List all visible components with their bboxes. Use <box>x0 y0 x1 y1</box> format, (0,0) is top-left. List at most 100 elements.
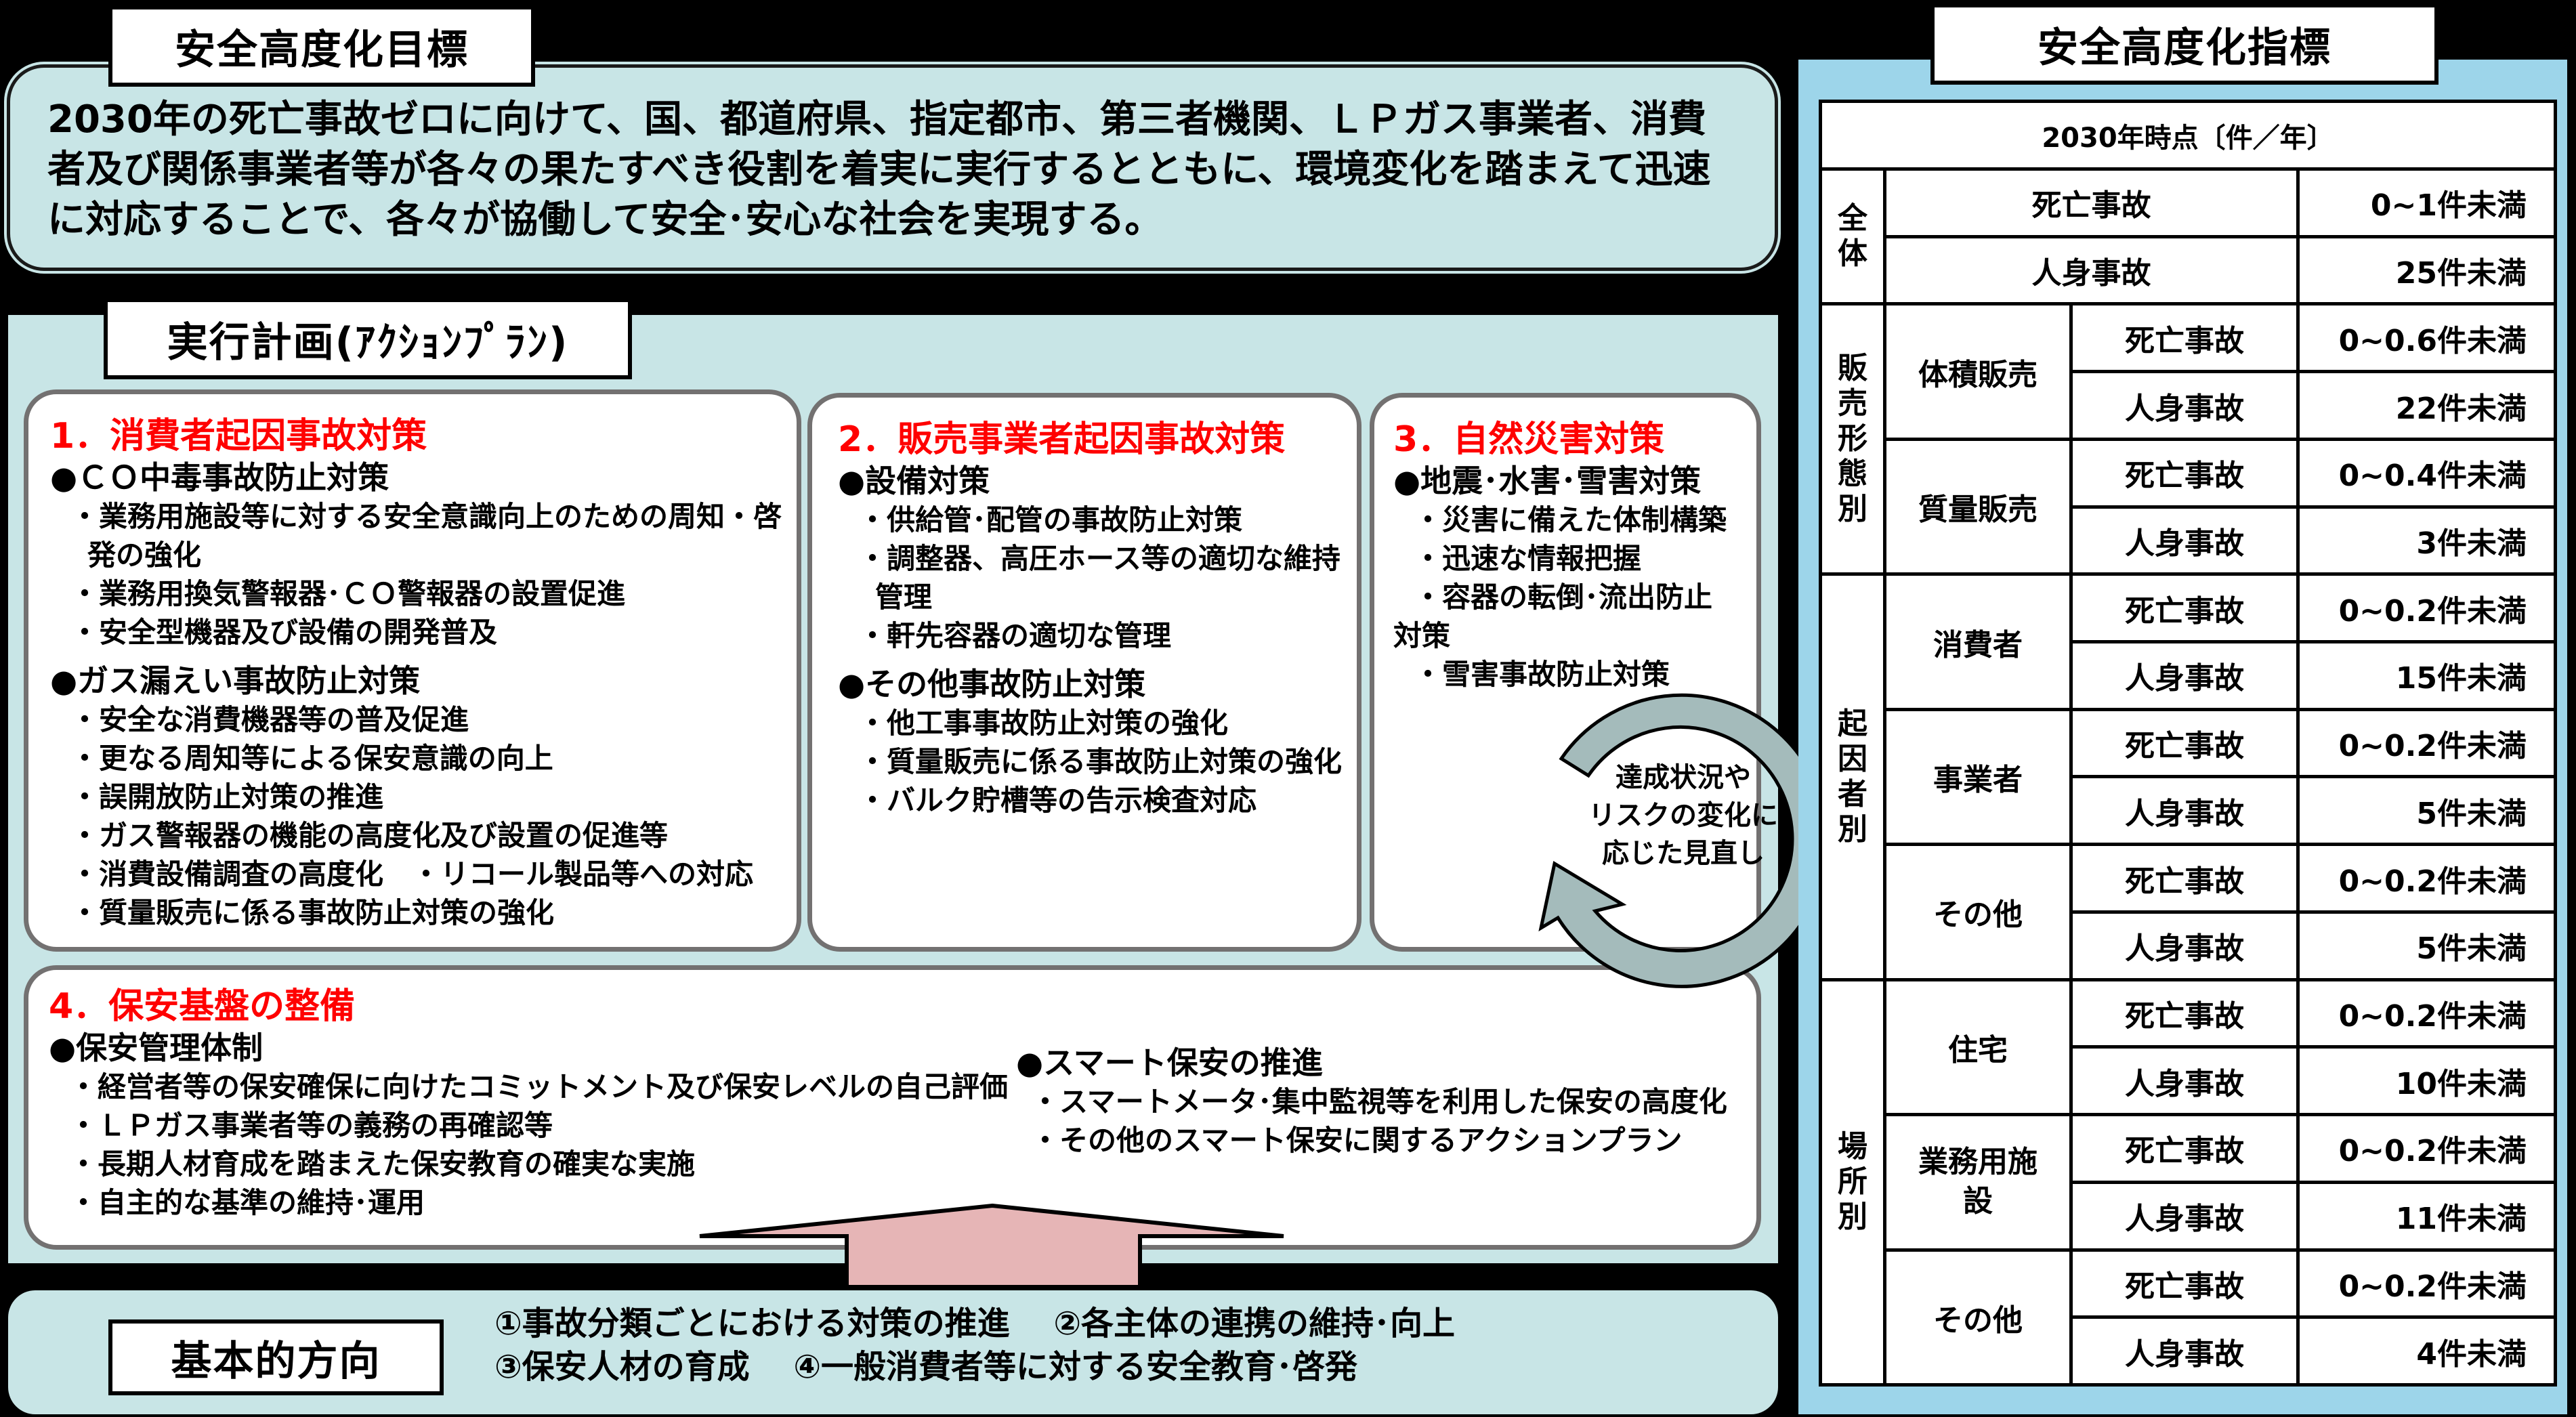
seller-measures-box: 2．販売事業者起因事故対策 ●設備対策 ・供給管･配管の事故防止対策 ・調整器、… <box>807 393 1361 952</box>
consumer-measures-box: 1．消費者起因事故対策 ●ＣＯ中毒事故防止対策 ・業務用施設等に対する安全意識向… <box>24 389 801 952</box>
group-heading: ●スマート保安の推進 <box>1016 1044 1323 1081</box>
list-item: ・スマートメータ･集中監視等を利用した保安の高度化 <box>1031 1085 1727 1118</box>
group-heading: ●ガス漏えい事故防止対策 <box>50 662 421 699</box>
kind-cell: 人身事故 <box>2069 910 2300 981</box>
list-item: ・長期人材育成を踏まえた保安教育の確実な実施 <box>69 1147 696 1181</box>
kind-cell: 死亡事故 <box>2069 1248 2300 1319</box>
list-item: ・他工事事故防止対策の強化 <box>858 706 1229 740</box>
group-cell: その他 <box>1883 843 2073 981</box>
value-cell: 10件未満 <box>2296 1045 2557 1117</box>
group-heading: ●設備対策 <box>838 463 990 499</box>
list-item: ・ガス警報器の機能の高度化及び設置の促進等 <box>70 819 669 852</box>
table-row: 起因者別 消費者 死亡事故 0~0.2件未満 <box>1819 572 2557 981</box>
table-row: 人身事故 3件未満 <box>1821 505 2557 576</box>
kind-cell: 死亡事故 <box>2069 437 2300 509</box>
value-cell: 15件未満 <box>2296 640 2557 711</box>
value-cell: 0~0.4件未満 <box>2296 437 2557 509</box>
kind-cell: 死亡事故 <box>2069 302 2300 374</box>
kind-cell: 人身事故 <box>2069 775 2300 847</box>
group-cell: 体積販売 <box>1883 302 2073 441</box>
value-cell: 5件未満 <box>2296 775 2557 847</box>
table-row: その他 死亡事故 0~0.2件未満 <box>1821 843 2557 981</box>
basic-direction-title: 基本的方向 <box>108 1319 444 1395</box>
table-row: 販売形態別 体積販売 死亡事故 0~0.6件未満 <box>1819 302 2557 576</box>
box-title: 1．消費者起因事故対策 <box>50 416 427 457</box>
kind-cell: 死亡事故 <box>2069 707 2300 779</box>
value-cell: 0~0.2件未満 <box>2296 1248 2557 1319</box>
review-cycle-label: 達成状況や リスクの変化に 応じた見直し <box>1582 759 1785 872</box>
list-item: ・質量販売に係る事故防止対策の強化 <box>70 896 555 929</box>
table-row: 人身事故 11件未満 <box>1821 1180 2557 1252</box>
value-cell: 0~0.2件未満 <box>2296 977 2557 1049</box>
value-cell: 11件未満 <box>2296 1180 2557 1252</box>
list-item: ・消費設備調査の高度化 ・リコール製品等への対応 <box>70 858 754 891</box>
box-title: 3．自然災害対策 <box>1393 419 1665 460</box>
list-item: ・その他のスマート保安に関するアクションプラン <box>1031 1124 1683 1157</box>
section-label: 起因者別 <box>1819 572 1886 981</box>
basic-direction-line: ①事故分類ごとにおける対策の推進 ②各主体の連携の維持･向上 <box>494 1305 1455 1342</box>
cycle-label-line: リスクの変化に <box>1588 800 1778 831</box>
list-item: ・業務用換気警報器･ＣＯ警報器の設置促進 <box>70 577 626 610</box>
group-heading: ●地震･水害･雪害対策 <box>1393 463 1702 499</box>
table-row: 人身事故 5件未満 <box>1821 775 2557 847</box>
table-row: 場所別 住宅 死亡事故 0~0.2件未満 <box>1819 977 2557 1387</box>
list-item: ・安全型機器及び設備の開発普及 <box>70 616 498 649</box>
list-item: ・バルク貯槽等の告示検査対応 <box>858 784 1257 817</box>
group-cell: 住宅 <box>1883 977 2073 1117</box>
kind-cell: 人身事故 <box>2069 1180 2300 1252</box>
safety-foundation-box: 4．保安基盤の整備 ●保安管理体制 ・経営者等の保安確保に向けたコミットメント及… <box>24 965 1761 1250</box>
list-item: ・雪害事故防止対策 <box>1414 658 1670 691</box>
kind-cell: 人身事故 <box>2069 640 2300 711</box>
list-item: ・ＬＰガス事業者等の義務の再確認等 <box>69 1109 553 1142</box>
kind-cell: 人身事故 <box>2069 1045 2300 1117</box>
box-title: 2．販売事業者起因事故対策 <box>838 419 1286 460</box>
kind-cell: 死亡事故 <box>2069 977 2300 1049</box>
section-label: 販売形態別 <box>1819 302 1886 576</box>
list-item: ・安全な消費機器等の普及促進 <box>70 703 469 736</box>
list-item: ・経営者等の保安確保に向けたコミットメント及び保安レベルの自己評価 <box>69 1070 1009 1103</box>
kind-cell: 人身事故 <box>2069 370 2300 441</box>
value-cell: 0~0.2件未満 <box>2296 843 2557 914</box>
value-cell: 5件未満 <box>2296 910 2557 981</box>
group-cell: 質量販売 <box>1883 437 2073 576</box>
goal-line: 者及び関係事業者等が各々の果たすべき役割を着実に実行するとともに、環境変化を踏ま… <box>47 148 1711 192</box>
table-row: 人身事故 22件未満 <box>1821 370 2557 441</box>
table-row: 事業者 死亡事故 0~0.2件未満 <box>1821 707 2557 847</box>
group-cell: その他 <box>1883 1248 2073 1387</box>
table-row: 人身事故 4件未満 <box>1821 1315 2557 1387</box>
value-cell: 22件未満 <box>2296 370 2557 441</box>
up-arrow-icon <box>699 1203 1284 1289</box>
goal-title: 安全高度化目標 <box>108 5 535 87</box>
value-cell: 25件未満 <box>2296 234 2557 306</box>
list-item: ・迅速な情報把握 <box>1414 542 1642 575</box>
list-item: ・更なる周知等による保安意識の向上 <box>70 742 553 775</box>
review-cycle-arrow-icon <box>1538 693 1829 988</box>
table-row: 業務用施設 死亡事故 0~0.2件未満 <box>1821 1113 2557 1252</box>
value-cell: 0~0.2件未満 <box>2296 1113 2557 1184</box>
kind-cell: 死亡事故 <box>1883 167 2300 238</box>
indicators-title: 安全高度化指標 <box>1930 3 2438 85</box>
list-item: ・自主的な基準の維持･運用 <box>69 1186 425 1219</box>
goal-panel <box>7 64 1778 271</box>
list-item: ・質量販売に係る事故防止対策の強化 <box>858 745 1343 778</box>
kind-cell: 人身事故 <box>2069 505 2300 576</box>
basic-direction-list: ①事故分類ごとにおける対策の推進 ②各主体の連携の維持･向上 ③保安人材の育成 … <box>494 1302 1455 1389</box>
disaster-measures-box: 3．自然災害対策 ●地震･水害･雪害対策 ・災害に備えた体制構築 ・迅速な情報把… <box>1370 393 1761 952</box>
group-cell: 事業者 <box>1883 707 2073 847</box>
goal-statement: 2030年の死亡事故ゼロに向けて、国、都道府県、指定都市、第三者機関、ＬＰガス事… <box>47 95 1754 245</box>
group-heading: ●ＣＯ中毒事故防止対策 <box>50 459 389 496</box>
list-item: ・供給管･配管の事故防止対策 <box>858 503 1243 536</box>
table-row: 人身事故 25件未満 <box>1821 234 2557 306</box>
list-item: ・誤開放防止対策の推進 <box>70 780 384 813</box>
section-label: 全体 <box>1819 167 1886 306</box>
group-cell: 消費者 <box>1883 572 2073 711</box>
table-header: 2030年時点〔件／年〕 <box>1819 100 2557 171</box>
group-heading: ●その他事故防止対策 <box>838 666 1146 702</box>
cycle-label-line: 応じた見直し <box>1602 838 1765 869</box>
kind-cell: 死亡事故 <box>2069 843 2300 914</box>
goal-line: 2030年の死亡事故ゼロに向けて、国、都道府県、指定都市、第三者機関、ＬＰガス事… <box>47 98 1707 142</box>
value-cell: 0~0.2件未満 <box>2296 572 2557 644</box>
table-row: 全体 死亡事故 0~1件未満 <box>1819 167 2557 306</box>
table-row: その他 死亡事故 0~0.2件未満 <box>1821 1248 2557 1387</box>
list-item: ・災害に備えた体制構築 <box>1414 503 1727 536</box>
